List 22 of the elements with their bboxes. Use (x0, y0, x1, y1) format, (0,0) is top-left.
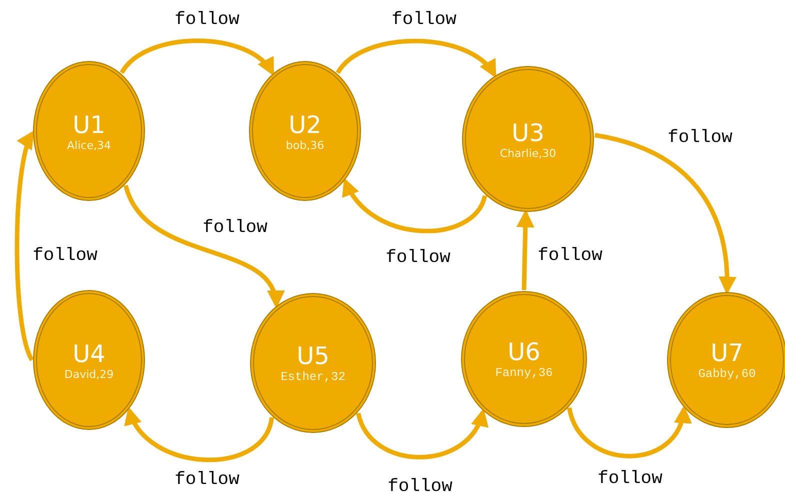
arrow (14, 130, 35, 361)
arrow (356, 408, 486, 460)
arrow (336, 38, 497, 78)
node-label: Esther,32 (280, 370, 346, 384)
node-label: Gabby,60 (698, 367, 756, 381)
node-id: U4 (72, 340, 106, 368)
arrow (567, 405, 690, 458)
arrow (516, 209, 534, 290)
node-label: Fanny,36 (495, 366, 553, 380)
node-label: Alice,34 (67, 138, 111, 152)
node-label: David,29 (64, 368, 114, 380)
node-id: U5 (296, 342, 330, 370)
node-label: Charlie,30 (500, 146, 556, 160)
node-id: U1 (72, 110, 106, 138)
node-id: U7 (710, 339, 744, 367)
node-id: U6 (508, 338, 540, 366)
arrow (124, 184, 282, 308)
node-id: U2 (288, 110, 322, 138)
arrow (594, 132, 736, 295)
node-label: bob,36 (286, 138, 324, 152)
arrow (120, 38, 274, 76)
node-id: U3 (512, 118, 544, 146)
